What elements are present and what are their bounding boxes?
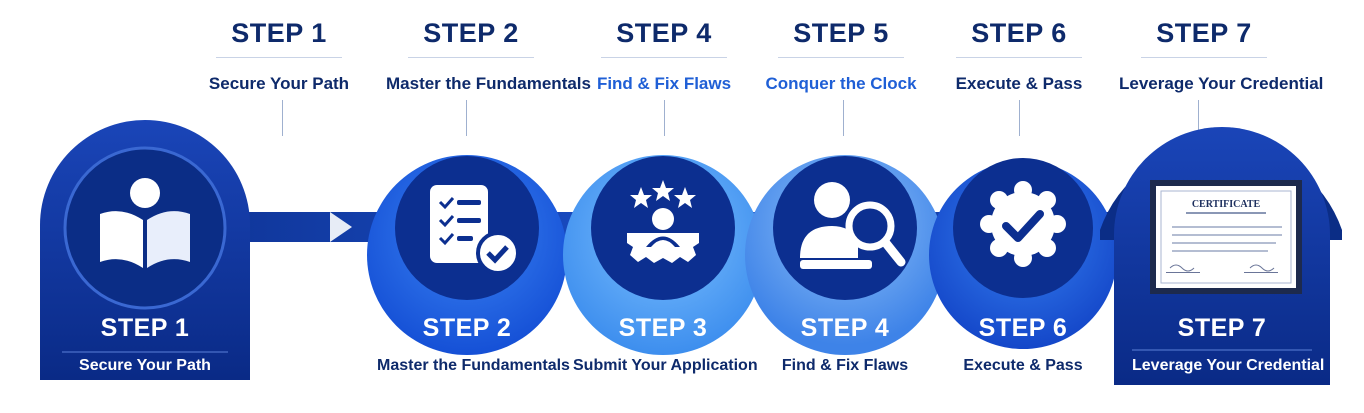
book-reader-icon xyxy=(100,178,190,268)
top-step-6: STEP 6 Execute & Pass xyxy=(934,18,1104,94)
connector-line xyxy=(843,100,844,136)
certificate-title: CERTIFICATE xyxy=(1192,199,1261,210)
flow-arrow-icon xyxy=(330,212,352,242)
checklist-icon xyxy=(430,185,520,275)
connector-line xyxy=(466,100,467,136)
connector-line xyxy=(664,100,665,136)
top-step-7: STEP 7 Leverage Your Credential xyxy=(1119,18,1324,94)
bottom-step-2: STEP 2 Master the Fundamentals xyxy=(377,314,570,375)
top-step-1: STEP 1 Secure Your Path xyxy=(194,18,364,94)
bottom-step-6: STEP 6 Execute & Pass xyxy=(933,314,1113,375)
step-2-circle xyxy=(367,155,567,355)
top-step-label: Execute & Pass xyxy=(955,74,1083,93)
top-step-number: STEP 5 xyxy=(778,18,904,58)
top-step-label: Find & Fix Flaws xyxy=(596,74,732,93)
top-step-label: Master the Fundamentals xyxy=(386,74,591,93)
bottom-step-number: STEP 4 xyxy=(800,314,890,342)
connector-line xyxy=(1198,100,1199,136)
certificate-icon: CERTIFICATE xyxy=(1150,180,1302,294)
bottom-step-label: Find & Fix Flaws xyxy=(781,357,909,374)
step-3-circle xyxy=(563,155,763,355)
bottom-step-label: Leverage Your Credential xyxy=(1132,357,1325,374)
bottom-step-7: STEP 7 Leverage Your Credential xyxy=(1132,314,1325,375)
step-7-panel: CERTIFICATE xyxy=(1100,127,1342,385)
top-step-label: Leverage Your Credential xyxy=(1119,74,1324,93)
bottom-step-label: Secure Your Path xyxy=(79,357,211,374)
top-step-number: STEP 4 xyxy=(601,18,727,58)
check-badge-icon xyxy=(980,181,1066,267)
connector-line xyxy=(1019,100,1020,136)
bottom-step-number: STEP 1 xyxy=(100,314,190,342)
top-step-number: STEP 1 xyxy=(216,18,342,58)
bottom-step-number: STEP 3 xyxy=(618,314,708,342)
top-step-label: Secure Your Path xyxy=(208,74,350,93)
top-step-2: STEP 2 Master the Fundamentals xyxy=(386,18,591,94)
step-4-circle xyxy=(745,155,945,355)
bottom-step-number: STEP 2 xyxy=(422,314,512,342)
bottom-step-4: STEP 4 Find & Fix Flaws xyxy=(755,314,935,375)
connector-line xyxy=(282,100,283,136)
top-step-5: STEP 5 Conquer the Clock xyxy=(756,18,926,94)
top-step-number: STEP 2 xyxy=(408,18,534,58)
step-6-circle xyxy=(929,158,1117,349)
magnifier-person-icon xyxy=(800,182,906,269)
top-step-label: Conquer the Clock xyxy=(765,74,917,93)
top-step-4: STEP 4 Find & Fix Flaws xyxy=(579,18,749,94)
person-gear-stars-icon xyxy=(627,180,699,263)
top-step-number: STEP 7 xyxy=(1141,18,1267,58)
bottom-step-3: STEP 3 Submit Your Application xyxy=(573,314,758,375)
bottom-step-number: STEP 6 xyxy=(978,314,1068,342)
step-1-panel xyxy=(40,120,250,380)
bottom-step-label: Execute & Pass xyxy=(963,357,1083,374)
bottom-step-label: Master the Fundamentals xyxy=(377,357,570,374)
bottom-step-1: STEP 1 Secure Your Path xyxy=(55,314,235,375)
top-step-number: STEP 6 xyxy=(956,18,1082,58)
bottom-step-label: Submit Your Application xyxy=(573,357,758,374)
bottom-step-number: STEP 7 xyxy=(1177,314,1267,342)
